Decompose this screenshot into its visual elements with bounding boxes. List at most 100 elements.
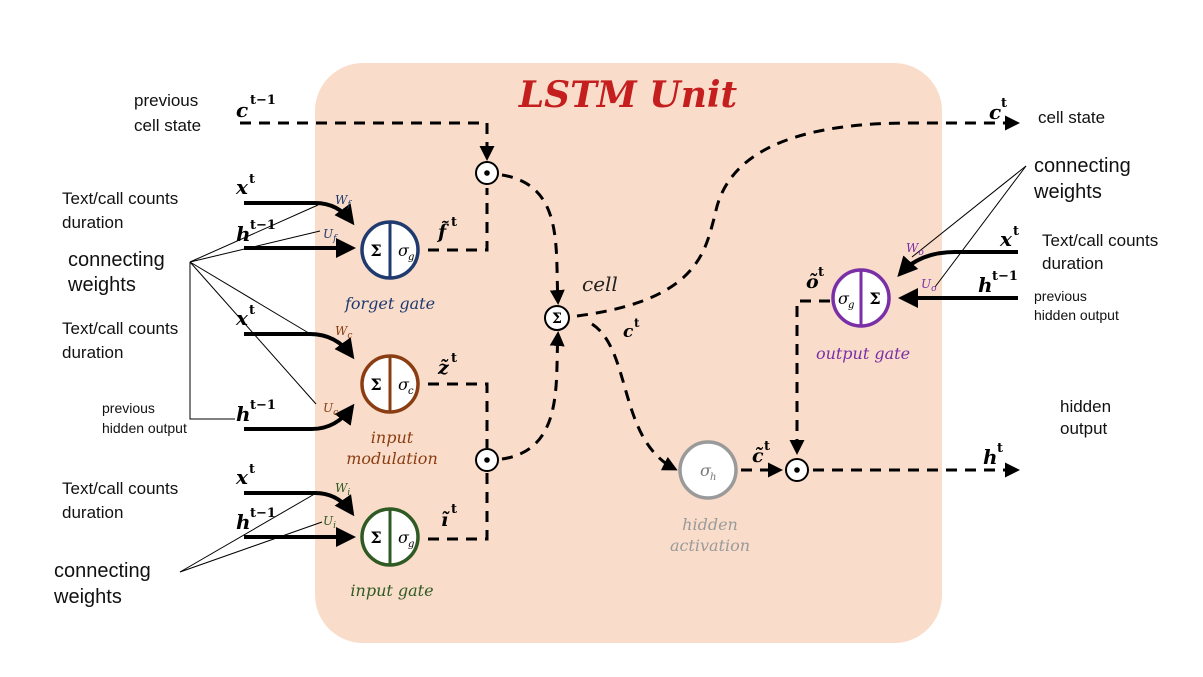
connecting-weights-label-c1: connecting — [1034, 155, 1131, 177]
input-label-input-2: duration — [62, 503, 123, 522]
output-gate-sum-symbol: Σ — [869, 289, 880, 308]
uo-label: U — [921, 277, 932, 291]
input-gate-sigma-sub: g — [408, 539, 414, 550]
wo-sub: o — [918, 248, 924, 258]
input-gate-caption: input gate — [350, 581, 433, 600]
mult-node-input — [475, 448, 499, 472]
hidden-activation-caption-1: hidden — [682, 515, 738, 534]
h-input-superscript: t−1 — [250, 506, 276, 521]
x-mod-symbol: x — [235, 306, 249, 330]
uf-sub: f — [332, 234, 338, 244]
input-modulation-node: Σ σ c — [360, 354, 420, 414]
ui-label: U — [323, 514, 334, 528]
uo-sub: o — [931, 284, 937, 294]
prev-hidden-label-right-1: previous — [1034, 288, 1087, 304]
mult-node-forget — [475, 161, 499, 185]
x-input-superscript: t — [249, 462, 255, 477]
i-tilde-superscript: t — [451, 502, 457, 517]
output-gate-caption: output gate — [816, 344, 910, 363]
wi-label: W — [335, 481, 349, 495]
h-input-symbol: h — [236, 510, 251, 534]
svg-text:Wc: Wc — [335, 324, 352, 341]
h-forget-symbol: h — [236, 222, 251, 246]
c-t-cell-superscript: t — [634, 316, 640, 330]
svg-text:Uo: Uo — [921, 277, 937, 294]
hidden-activation-caption-2: activation — [670, 536, 750, 555]
forget-gate-caption: forget gate — [344, 294, 435, 313]
cell-label: cell — [582, 272, 618, 296]
hidden-activation-sigma-symbol: σ — [700, 461, 712, 480]
forget-gate-sigma-sub: g — [408, 252, 414, 263]
wi-sub: i — [347, 488, 350, 498]
input-modulation-caption-2: modulation — [346, 449, 438, 468]
h-out-superscript: t — [997, 441, 1003, 456]
h-output-symbol: h — [978, 273, 993, 297]
mult-node-output — [785, 458, 809, 482]
c-tilde-symbol: c̃ — [752, 445, 764, 467]
x-forget-superscript: t — [249, 172, 255, 187]
c-prev-symbol: c — [236, 98, 248, 122]
c-prev-superscript: t−1 — [250, 93, 276, 108]
prev-hidden-label-right-2: hidden output — [1034, 307, 1119, 323]
wo-label: W — [906, 241, 920, 255]
h-mod-symbol: h — [236, 402, 251, 426]
hidden-output-label-1: hidden — [1060, 397, 1111, 416]
output-gate-sigma-symbol: σ — [838, 289, 850, 308]
x-forget-symbol: x — [235, 175, 249, 199]
uc-sub: c — [333, 408, 338, 418]
sum-node-cell-symbol: Σ — [552, 311, 562, 327]
o-tilde-superscript: t — [818, 265, 824, 280]
h-output-superscript: t−1 — [992, 269, 1018, 284]
connecting-weights-label-a2: weights — [67, 274, 136, 296]
lstm-panel — [315, 63, 942, 643]
c-tilde-superscript: t — [764, 439, 770, 454]
connecting-weights-label-c2: weights — [1033, 181, 1102, 203]
ui-sub: i — [333, 521, 336, 531]
output-gate-node: σ g Σ — [831, 268, 891, 328]
connecting-weights-label-b1: connecting — [54, 560, 151, 582]
h-forget-superscript: t−1 — [250, 218, 276, 233]
input-label-input-1: Text/call counts — [62, 479, 178, 498]
cell-state-label: cell state — [1038, 108, 1105, 127]
c-t-cell-symbol: c — [623, 322, 634, 342]
input-modulation-sum-symbol: Σ — [370, 375, 381, 394]
forget-gate-sum-symbol: Σ — [370, 241, 381, 260]
input-modulation-sigma-symbol: σ — [398, 375, 410, 394]
dashed-flow-lines — [240, 115, 1020, 541]
input-label-forget-2: duration — [62, 213, 123, 232]
forget-gate-node: Σ σ g — [360, 220, 420, 280]
prev-hidden-label-left-2: hidden output — [102, 420, 187, 436]
forget-gate-sigma-symbol: σ — [398, 241, 410, 260]
svg-text:Uf: Uf — [323, 227, 338, 244]
uc-label: U — [323, 401, 334, 415]
input-gate-sigma-symbol: σ — [398, 528, 410, 547]
input-gate-sum-symbol: Σ — [370, 528, 381, 547]
input-label-mod-2: duration — [62, 343, 123, 362]
input-label-mod-1: Text/call counts — [62, 319, 178, 338]
h-mod-superscript: t−1 — [250, 398, 276, 413]
x-output-superscript: t — [1013, 224, 1019, 239]
hidden-activation-node: σ h — [678, 440, 738, 500]
hidden-activation-sigma-sub: h — [710, 472, 716, 483]
c-out-superscript: t — [1001, 96, 1007, 111]
x-mod-superscript: t — [249, 303, 255, 318]
sum-node-cell: Σ — [544, 305, 570, 331]
svg-text:Wo: Wo — [906, 241, 924, 258]
input-gate-node: Σ σ g — [360, 507, 420, 567]
svg-text:Uc: Uc — [323, 401, 338, 418]
input-modulation-caption-1: input — [371, 428, 414, 447]
connecting-weights-label-a1: connecting — [68, 249, 165, 271]
z-tilde-superscript: t — [451, 351, 457, 366]
prev-cell-state-label-1: previous — [134, 91, 198, 110]
uf-label: U — [323, 227, 334, 241]
svg-text:Wi: Wi — [335, 481, 350, 498]
weight-labels: Wf Uf Wc Uc Wi Ui Wo Uo — [323, 193, 937, 531]
wf-label: W — [335, 193, 349, 207]
connecting-weights-label-b2: weights — [53, 586, 122, 608]
z-tilde-symbol: z̃ — [437, 357, 450, 379]
h-out-symbol: h — [983, 445, 998, 469]
input-arrows — [244, 201, 1018, 547]
input-label-forget-1: Text/call counts — [62, 189, 178, 208]
